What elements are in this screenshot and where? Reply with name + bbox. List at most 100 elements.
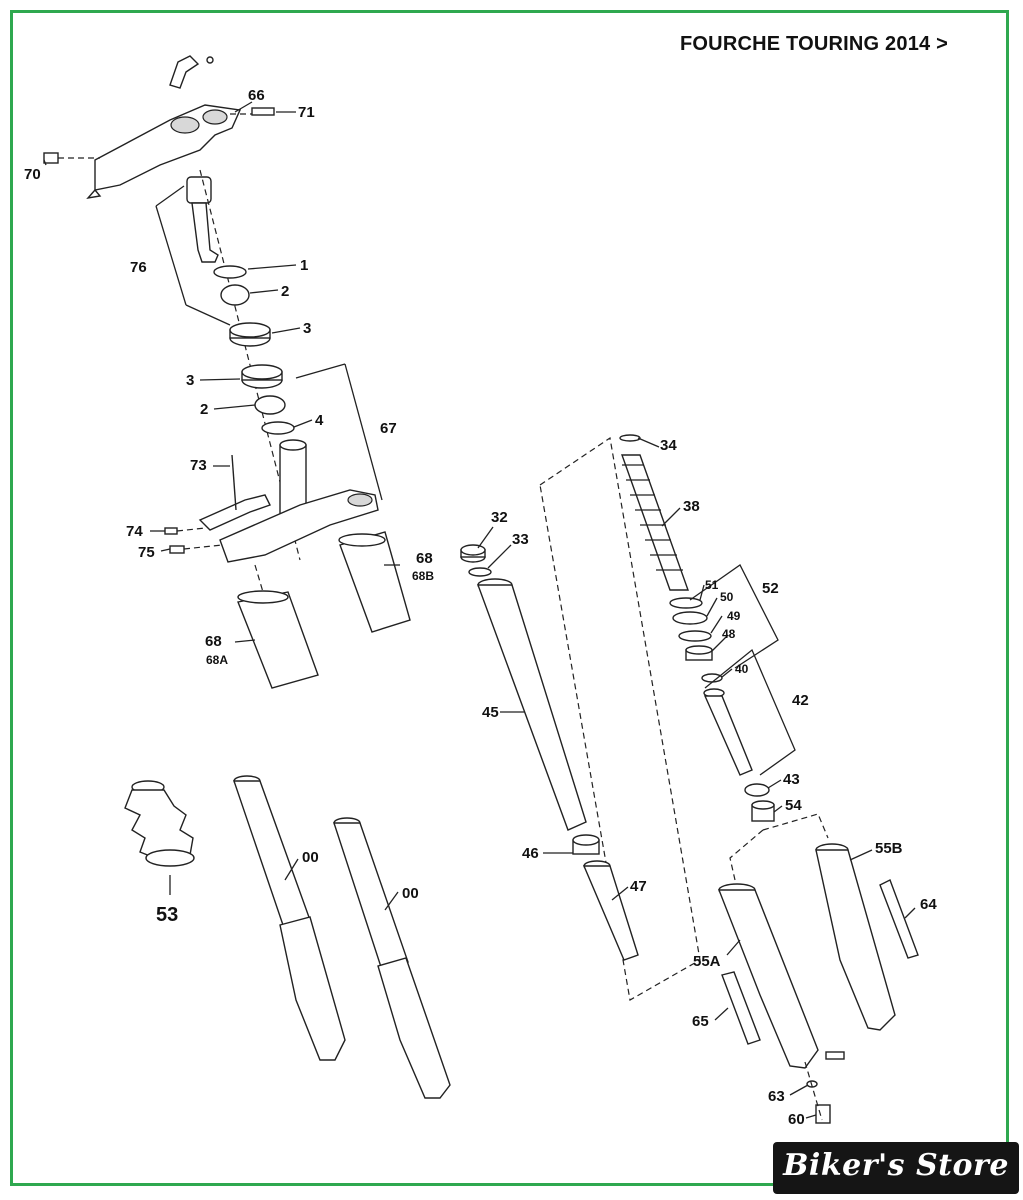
fork-tube-45 [476, 578, 587, 831]
callout-46: 46 [522, 845, 539, 862]
fork-leg-assembly-right [333, 817, 451, 1099]
damper-tube-42 [703, 688, 753, 776]
bolt-slider [825, 1051, 845, 1060]
callout-34: 34 [660, 437, 677, 454]
callout-60: 60 [788, 1111, 805, 1128]
axis-68a [254, 564, 264, 593]
callout-55a: 55A [693, 953, 721, 970]
tube-group-outline [539, 436, 701, 1001]
slider-group-outline [762, 813, 829, 839]
fork-slider-55b [815, 843, 896, 1031]
callout-45: 45 [482, 704, 499, 721]
callout-68b-sub: 68B [412, 569, 434, 583]
lower-fork-bracket [219, 439, 379, 563]
fork-leg-assembly-left [233, 775, 346, 1061]
callout-55b: 55B [875, 840, 903, 857]
callout-labels: 70 66 71 76 1 2 3 3 2 4 67 73 74 75 68 6… [24, 87, 937, 1128]
callout-00-right: 00 [402, 885, 419, 902]
callout-75: 75 [138, 544, 155, 561]
callout-3-upper: 3 [303, 320, 311, 337]
callout-2-upper: 2 [281, 283, 289, 300]
axis-74 [176, 527, 206, 532]
callout-73: 73 [190, 457, 207, 474]
callout-33: 33 [512, 531, 529, 548]
bracket-line-52 [689, 564, 779, 669]
bracket-line-76-a [155, 185, 185, 207]
bushing-48 [685, 645, 713, 661]
callout-54: 54 [785, 797, 802, 814]
callout-63: 63 [768, 1088, 785, 1105]
fork-spring-38 [621, 454, 689, 591]
callout-51: 51 [705, 578, 719, 592]
bracket-line-76-c [185, 304, 231, 326]
ring-40 [701, 673, 723, 683]
callout-32: 32 [491, 509, 508, 526]
callout-53: 53 [156, 904, 178, 926]
callout-68b: 68 [416, 550, 433, 567]
fork-boot-53 [124, 780, 195, 867]
callout-70: 70 [24, 166, 41, 183]
upper-fork-bracket [86, 104, 242, 200]
reflector-65 [721, 971, 761, 1045]
callout-71: 71 [298, 104, 315, 121]
fork-slider-55a [717, 883, 819, 1069]
callout-67: 67 [380, 420, 397, 437]
callout-48: 48 [722, 627, 736, 641]
screw-75 [169, 545, 185, 554]
callout-68a: 68 [205, 633, 222, 650]
bracket-line-76-b [155, 205, 187, 306]
callout-50: 50 [720, 590, 734, 604]
callout-40: 40 [735, 662, 749, 676]
callout-64: 64 [920, 896, 937, 913]
callout-38: 38 [683, 498, 700, 515]
store-watermark: Biker's Store [773, 1142, 1019, 1194]
washer-1 [213, 265, 247, 279]
pinch-bolt-70 [43, 152, 100, 164]
callout-47: 47 [630, 878, 647, 895]
bolt-71 [230, 107, 275, 116]
callout-68a-sub: 68A [206, 653, 228, 667]
slider-group-outline-b [729, 829, 764, 881]
store-watermark-text: Biker's Store [783, 1148, 1009, 1183]
bracket-line-42 [704, 648, 796, 776]
race-3-lower [241, 364, 283, 389]
callout-3-lower: 3 [186, 372, 194, 389]
ring-51 [669, 597, 703, 609]
seal-4 [261, 421, 295, 435]
tube-47 [582, 860, 639, 961]
axis-slider-bottom [804, 1061, 823, 1121]
washer-49 [678, 630, 712, 642]
ring-33 [468, 567, 492, 577]
diagram-frame [10, 10, 1009, 1186]
washer-50 [672, 611, 708, 625]
callout-65: 65 [692, 1013, 709, 1030]
bearing-2-upper [220, 284, 250, 306]
bracket-clip [169, 55, 214, 89]
callout-49: 49 [727, 609, 741, 623]
bushing-32 [460, 544, 486, 563]
washer-34 [619, 434, 641, 442]
bearing-2-lower [254, 395, 286, 415]
screw-74 [164, 527, 178, 535]
callout-00-left: 00 [302, 849, 319, 866]
drain-screw-60 [815, 1104, 831, 1124]
callout-42: 42 [792, 692, 809, 709]
callout-2-lower: 2 [200, 401, 208, 418]
callout-1: 1 [300, 257, 308, 274]
bushing-46 [572, 834, 600, 855]
leader-lines [43, 101, 916, 1119]
axis-75 [183, 544, 223, 550]
spring-43 [744, 783, 770, 797]
bushing-54 [751, 800, 775, 822]
callout-66: 66 [248, 87, 265, 104]
callout-43: 43 [783, 771, 800, 788]
race-3-upper [229, 322, 271, 347]
diagram-title: FOURCHE TOURING 2014 > [680, 33, 948, 55]
callout-74: 74 [126, 523, 143, 540]
callout-4: 4 [315, 412, 324, 429]
fork-cover-68b [338, 531, 411, 633]
callout-52: 52 [762, 580, 779, 597]
callout-76: 76 [130, 259, 147, 276]
bracket-line-67-a [295, 363, 346, 379]
